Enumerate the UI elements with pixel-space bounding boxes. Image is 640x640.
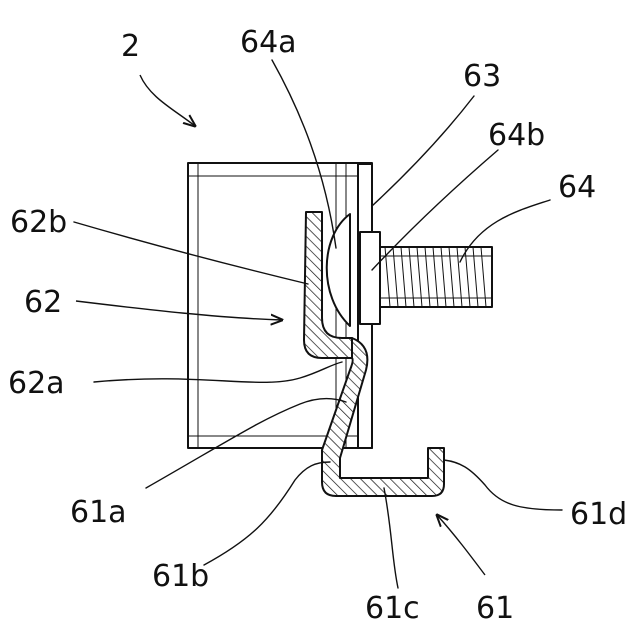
label-61c: 61c (365, 591, 420, 626)
label-61b: 61b (152, 559, 209, 594)
leader-61b (204, 462, 330, 565)
label-62a: 62a (8, 366, 65, 401)
label-64: 64 (558, 170, 596, 205)
label-64a: 64a (240, 25, 297, 60)
leader-61c (384, 488, 398, 588)
label-64b: 64b (488, 118, 545, 153)
label-62: 62 (24, 285, 62, 320)
label-61a: 61a (70, 495, 127, 530)
label-2: 2 (121, 29, 140, 64)
bolt-64 (372, 247, 492, 307)
arrow-61 (437, 515, 485, 575)
leader-63 (372, 96, 474, 206)
arrow-2 (140, 75, 195, 126)
label-62b: 62b (10, 205, 67, 240)
label-61d: 61d (570, 497, 627, 532)
bolt-head-64b (360, 232, 380, 324)
label-63: 63 (463, 59, 501, 94)
leader-61d (444, 460, 562, 510)
label-61: 61 (476, 591, 514, 626)
